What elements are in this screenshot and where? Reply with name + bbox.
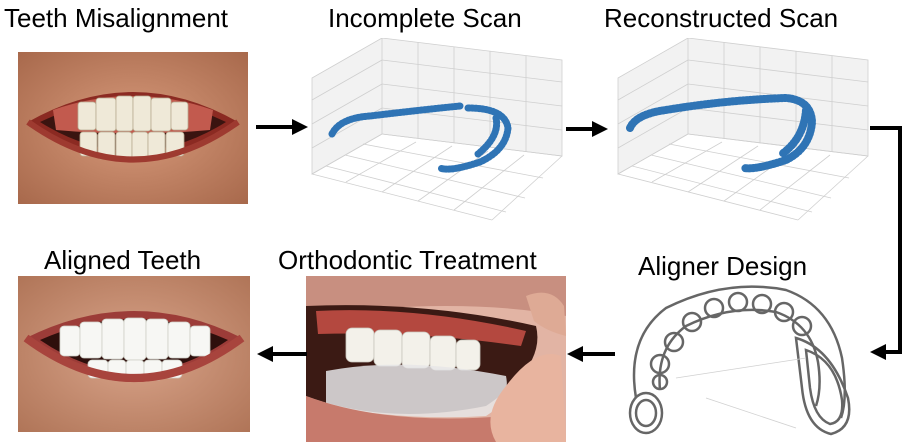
right-arrow-icon <box>256 117 308 142</box>
clear-aligner-treatment-photo <box>306 276 566 442</box>
aligner-design-drawing <box>616 278 870 444</box>
left-arrow-icon <box>257 344 307 369</box>
step-title-incomplete-scan: Incomplete Scan <box>328 3 522 33</box>
step-title-treatment: Orthodontic Treatment <box>278 245 537 275</box>
left-arrow-icon <box>567 344 615 369</box>
step-title-aligner-design: Aligner Design <box>638 251 808 281</box>
step-title-reconstructed-scan: Reconstructed Scan <box>604 3 839 33</box>
reconstructed-scan-plot <box>606 38 878 224</box>
misaligned-teeth-photo <box>18 52 248 204</box>
incomplete-scan-plot <box>300 38 572 224</box>
step-title-misalignment: Teeth Misalignment <box>4 3 228 33</box>
step-title-aligned: Aligned Teeth <box>44 245 202 275</box>
elbow-arrow-icon <box>870 124 906 369</box>
right-arrow-icon <box>566 119 608 144</box>
aligned-teeth-photo <box>18 276 250 432</box>
